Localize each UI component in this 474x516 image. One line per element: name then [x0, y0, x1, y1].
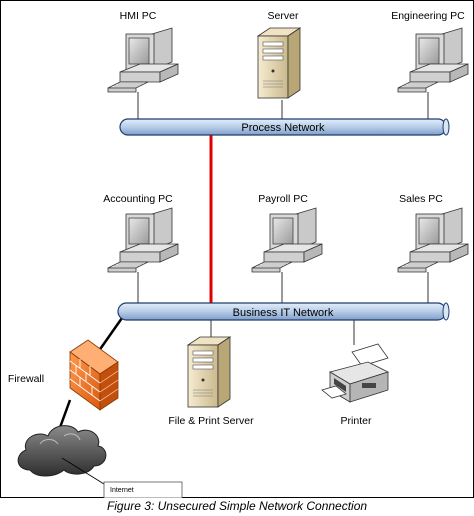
workstation-icon — [251, 207, 323, 273]
engineering-pc: Engineering PC — [391, 10, 469, 93]
workstation-icon — [107, 207, 179, 273]
server: Server — [257, 10, 301, 99]
hmi-pc-label: HMI PC — [120, 10, 157, 22]
firewall-brick-icon — [69, 339, 119, 411]
workstation-icon — [107, 27, 179, 93]
payroll-pc: Payroll PC — [251, 193, 323, 273]
sales-pc-label: Sales PC — [399, 193, 443, 205]
payroll-pc-label: Payroll PC — [258, 193, 308, 205]
figure-caption: Figure 3: Unsecured Simple Network Conne… — [106, 499, 368, 513]
cloud-icon — [17, 425, 107, 477]
printer-icon — [321, 343, 390, 403]
accounting-pc: Accounting PC — [103, 193, 179, 273]
process-network-bus: Process Network — [119, 118, 450, 136]
hmi-pc: HMI PC — [107, 10, 179, 93]
internet: Internet — [17, 425, 183, 498]
server-tower-icon — [257, 27, 301, 99]
file-print-server: File & Print Server — [168, 336, 254, 427]
internet-label: Internet — [110, 487, 134, 494]
business-network-bus: Business IT Network — [117, 302, 450, 321]
printer-label: Printer — [341, 415, 372, 427]
accounting-pc-label: Accounting PC — [103, 193, 173, 205]
firewall: Firewall — [8, 339, 119, 411]
internet-callout-line — [61, 457, 105, 485]
server-label: Server — [268, 10, 299, 22]
internet-callout-box — [103, 481, 183, 498]
business-network-label: Business IT Network — [233, 307, 334, 319]
file-print-server-label: File & Print Server — [168, 415, 254, 427]
printer: Printer — [321, 343, 390, 427]
server-tower-icon — [187, 336, 231, 408]
engineering-pc-label: Engineering PC — [391, 10, 465, 22]
process-network-label: Process Network — [241, 122, 325, 134]
sales-pc: Sales PC — [397, 193, 469, 273]
network-diagram: Process Network Business IT Network HMI … — [8, 10, 469, 498]
workstation-icon — [397, 207, 469, 273]
firewall-label: Firewall — [8, 373, 44, 385]
workstation-icon — [397, 27, 469, 93]
